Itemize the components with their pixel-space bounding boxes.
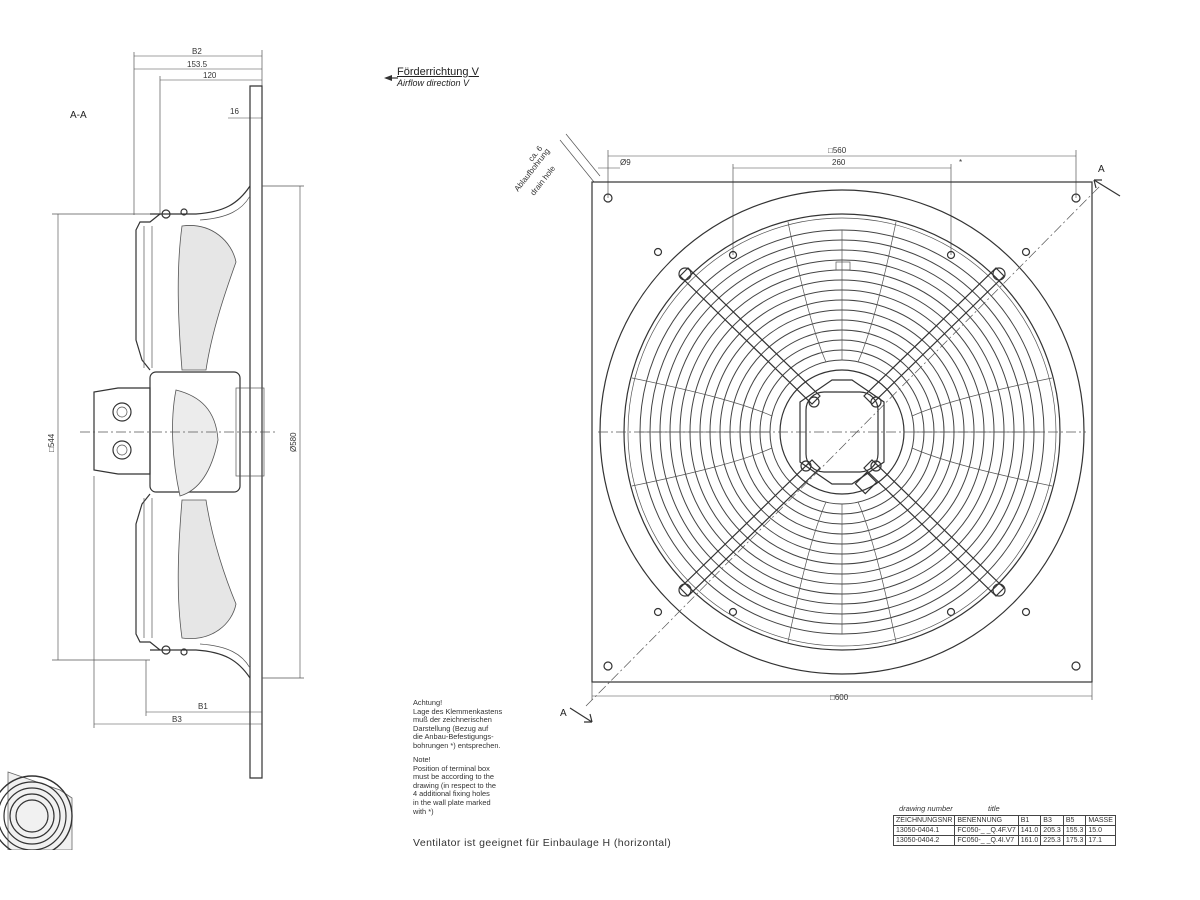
section-marker-bottom: A (560, 708, 567, 719)
dim-b3: B3 (172, 715, 182, 724)
table-cell: 15.0 (1085, 825, 1116, 836)
header-cell: BENENNUNG (954, 815, 1019, 826)
wall-plate-front (591, 181, 1093, 683)
airflow-direction-de: Förderrichtung V (397, 66, 479, 78)
dim-120: 120 (203, 71, 217, 80)
table-cell: 17.1 (1085, 835, 1116, 846)
drawing-number-label: drawing number (899, 804, 953, 813)
airflow-direction-en: Airflow direction V (397, 78, 470, 88)
table-row: 13050-0404.2 FC050-_ _Q.4I.V7 161.0 225.… (892, 835, 1116, 846)
header-cell: MASSE (1085, 815, 1116, 826)
title-block: drawing number title ZEICHNUNGSNR BENENN… (892, 804, 1133, 846)
table-cell: FC050-_ _Q.4I.V7 (954, 835, 1019, 846)
table-header-row: ZEICHNUNGSNR BENENNUNG B1 B3 B5 MASSE (892, 815, 1116, 826)
table-cell: 205.3 (1040, 825, 1064, 836)
dim-sq600: □600 (830, 693, 849, 702)
dim-b1: B1 (198, 702, 208, 711)
side-view-top-dimensions: B2 153.5 120 16 (133, 47, 263, 215)
airflow-arrow (384, 75, 398, 81)
table-cell: 225.3 (1040, 835, 1064, 846)
installation-note: Ventilator ist geeignet für Einbaulage H… (413, 837, 672, 849)
front-view: □560 260 Ø9 * ca. 6 Ablaufbohrung drain … (512, 133, 1121, 723)
table-cell: 175.3 (1062, 835, 1087, 846)
section-label: A-A (70, 110, 87, 121)
header-cell: B5 (1062, 815, 1087, 826)
fan-blades-side (172, 225, 237, 639)
dim-260: 260 (832, 158, 846, 167)
table-cell: 13050-0404.2 (892, 835, 956, 846)
table-cell: 141.0 (1017, 825, 1042, 836)
title-block-header: drawing number title (893, 804, 1133, 815)
product-thumbnail (0, 771, 80, 900)
table-cell: 13050-0404.1 (892, 825, 956, 836)
parts-table: ZEICHNUNGSNR BENENNUNG B1 B3 B5 MASSE 13… (892, 815, 1116, 846)
plate-mounting-holes (603, 193, 1081, 671)
guard-grill-side (135, 208, 188, 656)
note-german: Achtung! Lage des Klemmenkastens muß der… (413, 698, 503, 750)
dim-b2: B2 (192, 47, 202, 56)
title-label: title (988, 804, 1000, 813)
terminal-box-side (93, 387, 151, 475)
dim-star: * (959, 158, 962, 167)
dim-dia9: Ø9 (620, 158, 631, 167)
table-cell: FC050-_ _Q.4F.V7 (954, 825, 1019, 836)
note-english: Note! Position of terminal box must be a… (413, 755, 496, 816)
header-cell: B1 (1017, 815, 1042, 826)
dim-16: 16 (230, 107, 239, 116)
dim-153: 153.5 (187, 60, 208, 69)
section-marker-top: A (1098, 164, 1105, 175)
table-row: 13050-0404.1 FC050-_ _Q.4F.V7 141.0 205.… (892, 825, 1116, 836)
dim-sq544: □544 (47, 433, 56, 452)
wall-plate-side (249, 85, 263, 779)
table-cell: 155.3 (1062, 825, 1087, 836)
guard-struts (678, 267, 1006, 597)
side-view-section: A-A B2 153.5 120 16 (47, 47, 304, 779)
table-cell: 161.0 (1017, 835, 1042, 846)
header-cell: ZEICHNUNGSNR (892, 815, 956, 826)
dim-sq560: □560 (828, 146, 847, 155)
dim-dia580: Ø580 (289, 432, 298, 452)
header-cell: B3 (1040, 815, 1064, 826)
